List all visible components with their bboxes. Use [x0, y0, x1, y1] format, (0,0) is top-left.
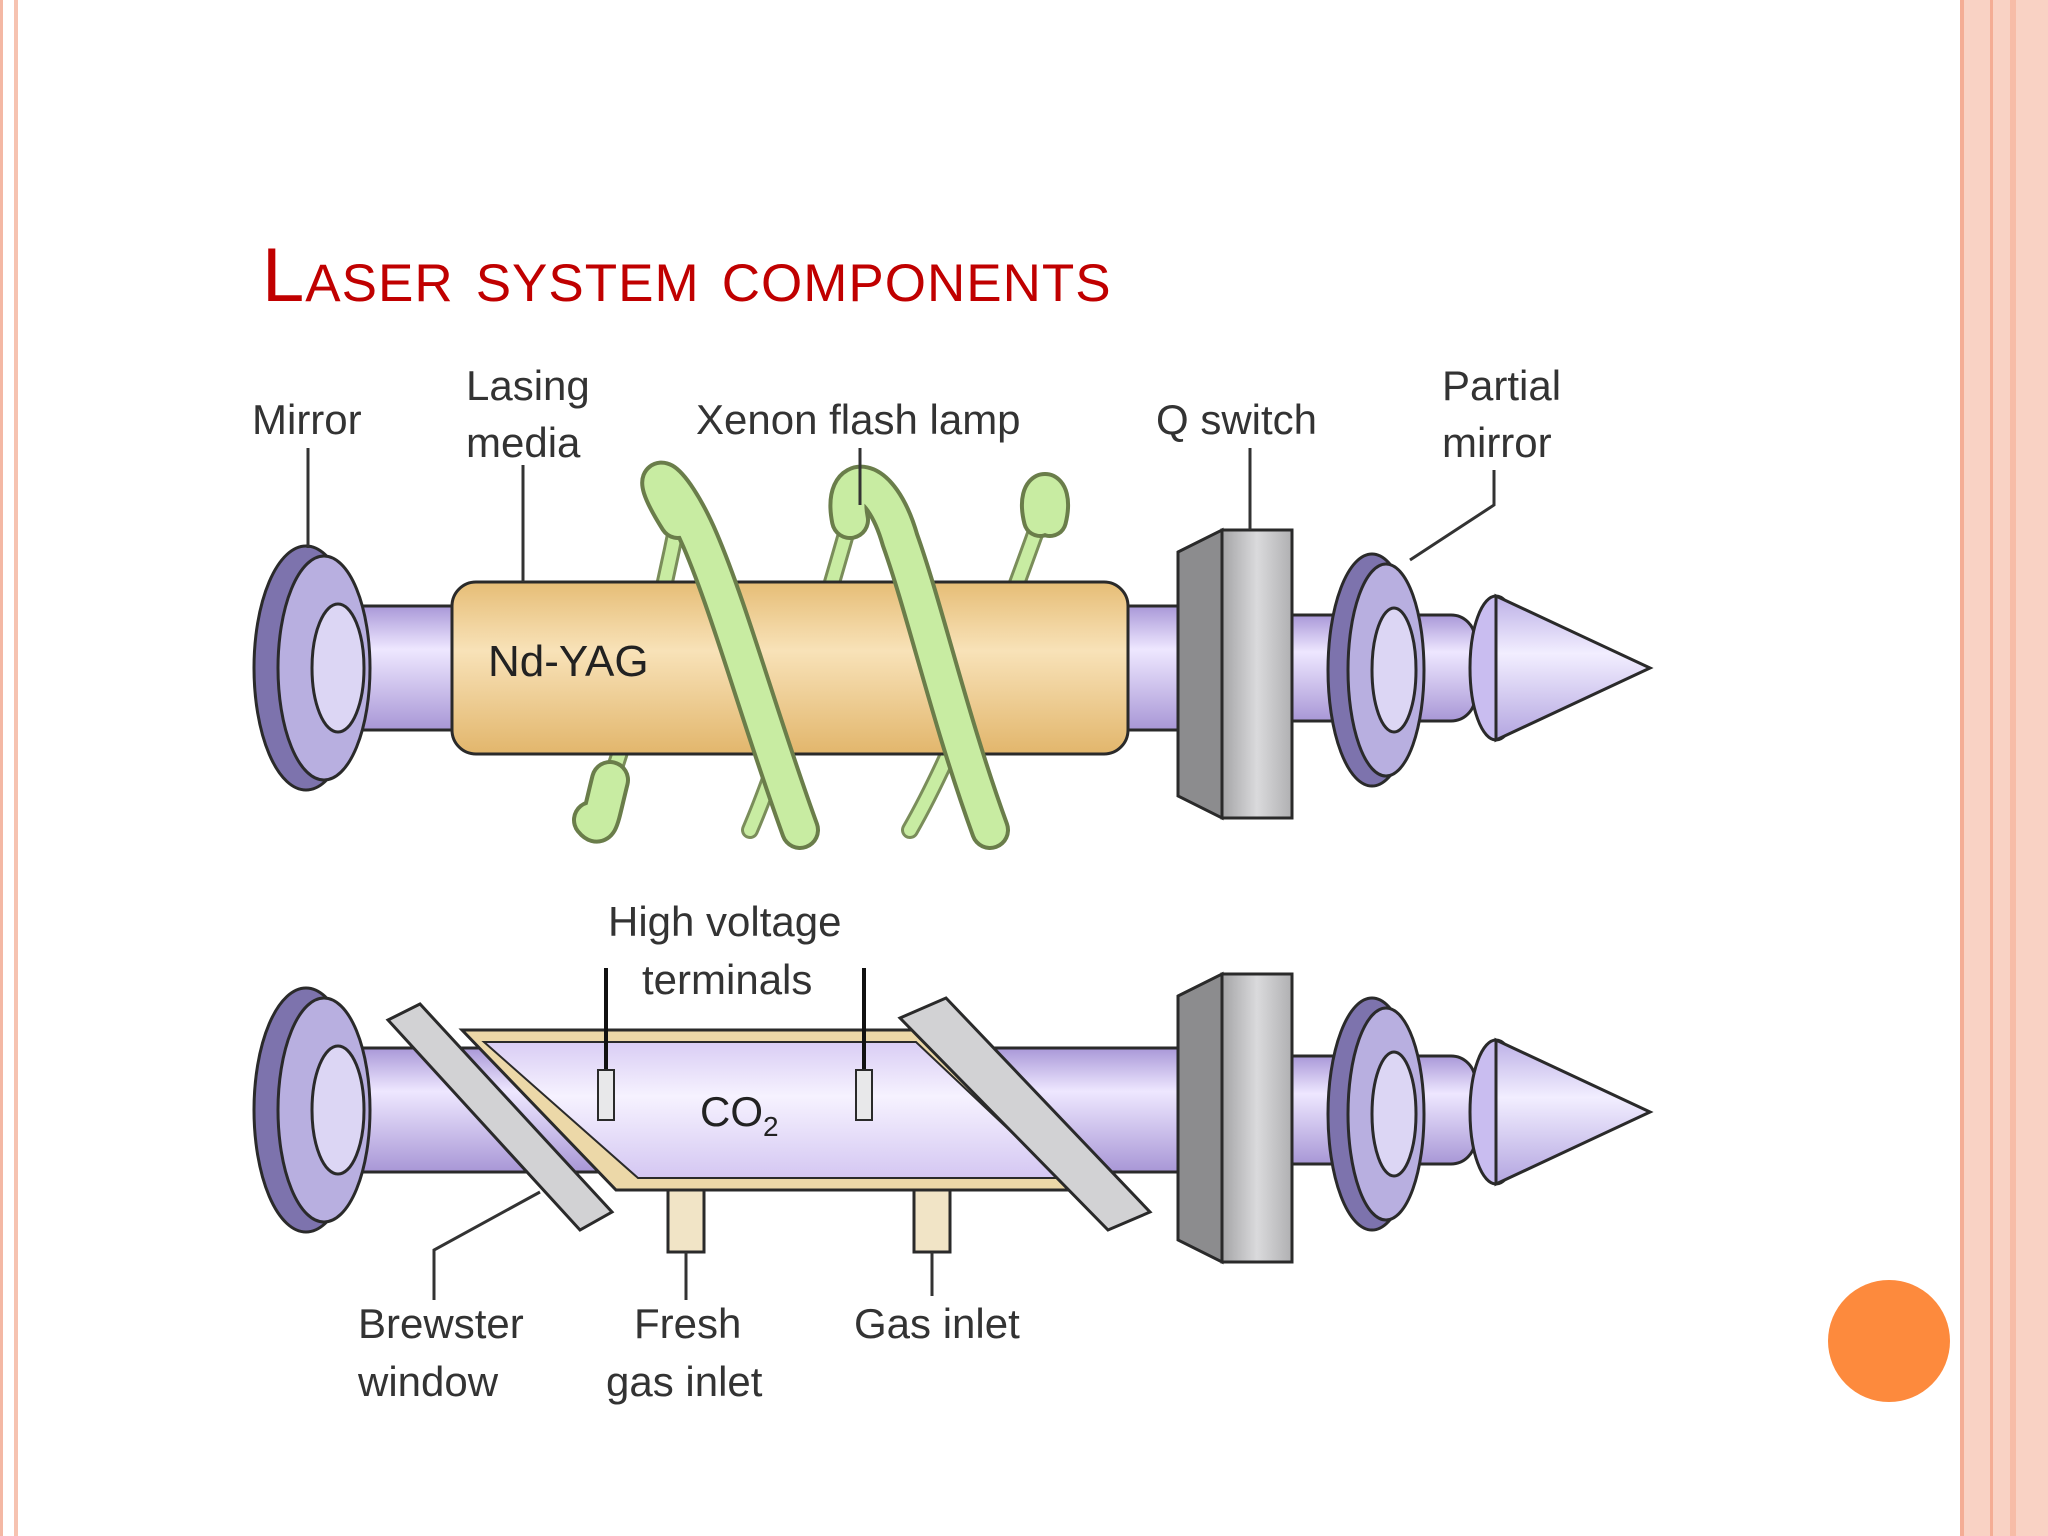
- label-lasing-media-line2: media: [466, 419, 581, 466]
- label-fresh-gas-inlet-line1: Fresh: [634, 1300, 741, 1347]
- co2-q-switch: [1176, 971, 1294, 1265]
- nd-yag-output-cone: [1468, 593, 1654, 743]
- frame-right-line: [1990, 0, 1993, 1536]
- label-q-switch: Q switch: [1156, 396, 1317, 443]
- co2-inlet-tubes: [666, 1178, 952, 1254]
- label-high-voltage-line1: High voltage: [608, 898, 841, 945]
- label-partial-mirror-line1: Partial: [1442, 362, 1561, 409]
- label-high-voltage-line2: terminals: [642, 956, 812, 1003]
- nd-yag-rod-label: Nd-YAG: [488, 637, 649, 686]
- co2-rear-mirror: [252, 986, 372, 1234]
- nd-yag-q-switch: [1176, 527, 1294, 821]
- brewster-window-right: [897, 996, 1153, 1232]
- frame-left-inner-line: [14, 0, 18, 1536]
- label-brewster-window-line2: window: [357, 1358, 499, 1405]
- label-partial-mirror-line2: mirror: [1442, 419, 1552, 466]
- co2-gas-label: CO2: [700, 1088, 779, 1142]
- frame-right-line: [2010, 0, 2016, 1536]
- nd-yag-rear-mirror: [252, 544, 372, 792]
- frame-left-outer-line: [0, 0, 3, 1536]
- flash-lamp-front: [572, 460, 1070, 850]
- high-voltage-terminals: [597, 968, 873, 1121]
- label-mirror: Mirror: [252, 396, 362, 443]
- frame-right-line: [1960, 0, 1964, 1536]
- co2-laser: CO2 High voltage terminals Brewster wind…: [252, 898, 1654, 1405]
- nd-yag-leader-lines: [306, 448, 1496, 582]
- label-lasing-media-line1: Lasing: [466, 362, 590, 409]
- co2-partial-mirror: [1326, 996, 1426, 1232]
- decorative-orange-dot: [1828, 1280, 1950, 1402]
- label-fresh-gas-inlet-line2: gas inlet: [606, 1358, 763, 1405]
- brewster-window-left: [385, 1002, 615, 1232]
- nd-yag-laser: Nd-YAG: [252, 362, 1654, 850]
- label-xenon-flash-lamp: Xenon flash lamp: [696, 396, 1021, 443]
- slide-title: Laser system components: [262, 233, 1112, 318]
- frame-right-band: [1960, 0, 2048, 1536]
- nd-yag-partial-mirror: [1326, 552, 1426, 788]
- co2-output-cone: [1468, 1037, 1654, 1187]
- label-gas-inlet: Gas inlet: [854, 1300, 1020, 1347]
- co2-leader-lines: [432, 1190, 934, 1300]
- label-brewster-window-line1: Brewster: [358, 1300, 524, 1347]
